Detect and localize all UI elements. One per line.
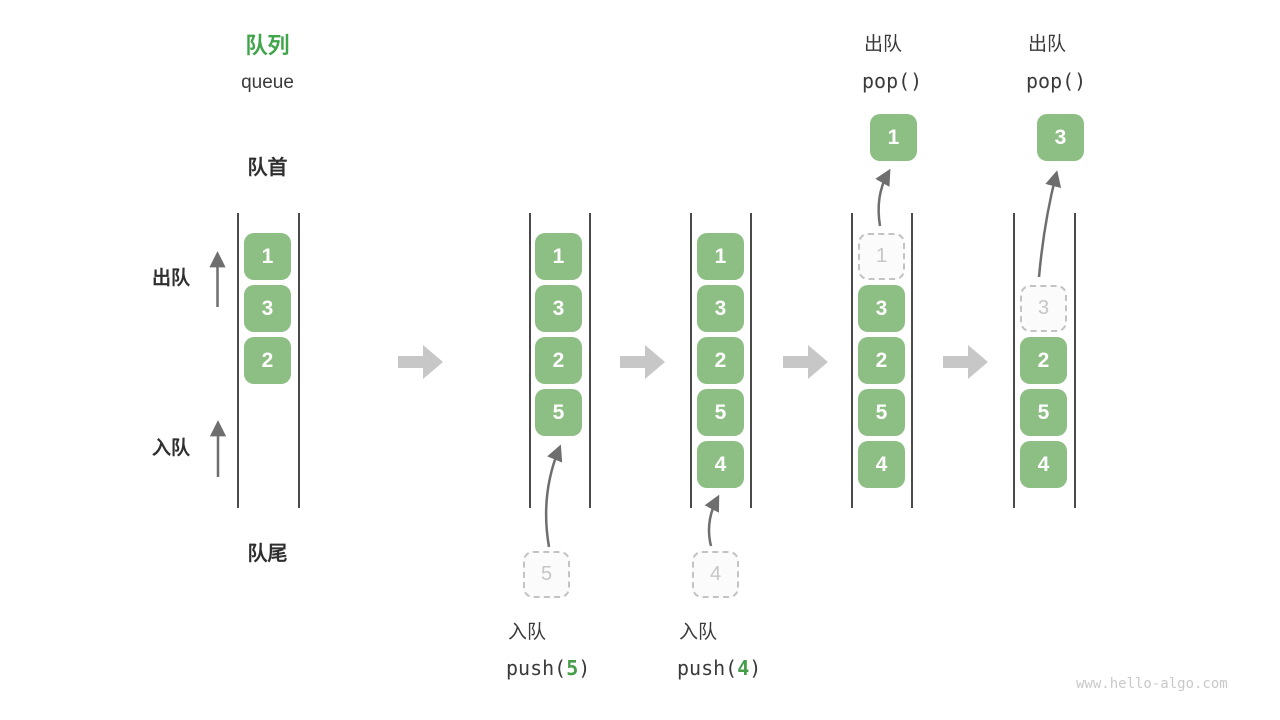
- code-arg: 5: [566, 656, 579, 680]
- queue-box: 4: [1020, 441, 1067, 488]
- queue-box: 1: [535, 233, 582, 280]
- queue5-right-wall: [1074, 213, 1076, 508]
- queue3-right-wall: [750, 213, 752, 508]
- queue-box: 2: [244, 337, 291, 384]
- queue-box: 2: [535, 337, 582, 384]
- code-prefix: push(: [506, 656, 567, 680]
- queue-box: 1: [697, 233, 744, 280]
- queue-box: 3: [858, 285, 905, 332]
- transition-arrow-3: [783, 345, 828, 379]
- push-4-code: push(4): [677, 655, 761, 681]
- queue-box: 3: [697, 285, 744, 332]
- queue-box: 5: [1020, 389, 1067, 436]
- transition-arrow-4: [943, 345, 988, 379]
- popped-ghost-box: 3: [1020, 285, 1067, 332]
- popped-box: 3: [1037, 114, 1084, 161]
- watermark: www.hello-algo.com: [1076, 676, 1228, 692]
- queue-rear-label: 队尾: [247, 543, 288, 565]
- diagram-title-en: queue: [241, 72, 294, 93]
- transition-arrow-1: [398, 345, 443, 379]
- incoming-ghost-box: 5: [523, 551, 570, 598]
- pop-3-arrow: [1037, 170, 1062, 278]
- enqueue-op-label: 入队: [508, 622, 547, 643]
- queue3-left-wall: [690, 213, 692, 508]
- code-arg: 4: [737, 656, 750, 680]
- queue1-right-wall: [298, 213, 300, 508]
- queue-box: 3: [535, 285, 582, 332]
- diagram-title-zh: 队列: [245, 33, 290, 58]
- code-suffix: ): [749, 656, 762, 680]
- queue5-left-wall: [1013, 213, 1015, 508]
- enqueue-side-label: 入队: [152, 438, 191, 459]
- code-prefix: push(: [677, 656, 738, 680]
- dequeue-op-label: 出队: [1028, 34, 1067, 55]
- queue-box: 1: [244, 233, 291, 280]
- popped-box: 1: [870, 114, 917, 161]
- queue4-left-wall: [851, 213, 853, 508]
- queue2-right-wall: [589, 213, 591, 508]
- transition-arrow-2: [620, 345, 665, 379]
- push-5-arrow: [544, 444, 563, 548]
- queue-box: 5: [535, 389, 582, 436]
- pop-code: pop(): [1026, 69, 1087, 93]
- queue-box: 3: [244, 285, 291, 332]
- pop-code: pop(): [862, 69, 923, 93]
- queue-box: 5: [858, 389, 905, 436]
- queue1-left-wall: [237, 213, 239, 508]
- queue2-left-wall: [529, 213, 531, 508]
- pop-1-arrow: [875, 168, 891, 227]
- dequeue-op-label: 出队: [864, 34, 903, 55]
- enqueue-op-label: 入队: [679, 622, 718, 643]
- queue-front-label: 队首: [247, 157, 288, 179]
- queue-box: 2: [1020, 337, 1067, 384]
- popped-ghost-box: 1: [858, 233, 905, 280]
- queue-box: 5: [697, 389, 744, 436]
- queue-box: 4: [697, 441, 744, 488]
- queue-box: 4: [858, 441, 905, 488]
- queue4-right-wall: [911, 213, 913, 508]
- code-suffix: ): [578, 656, 591, 680]
- push-4-arrow: [704, 494, 720, 547]
- dequeue-side-label: 出队: [152, 268, 191, 289]
- incoming-ghost-box: 4: [692, 551, 739, 598]
- queue-box: 2: [858, 337, 905, 384]
- push-5-code: push(5): [506, 655, 590, 681]
- queue-box: 2: [697, 337, 744, 384]
